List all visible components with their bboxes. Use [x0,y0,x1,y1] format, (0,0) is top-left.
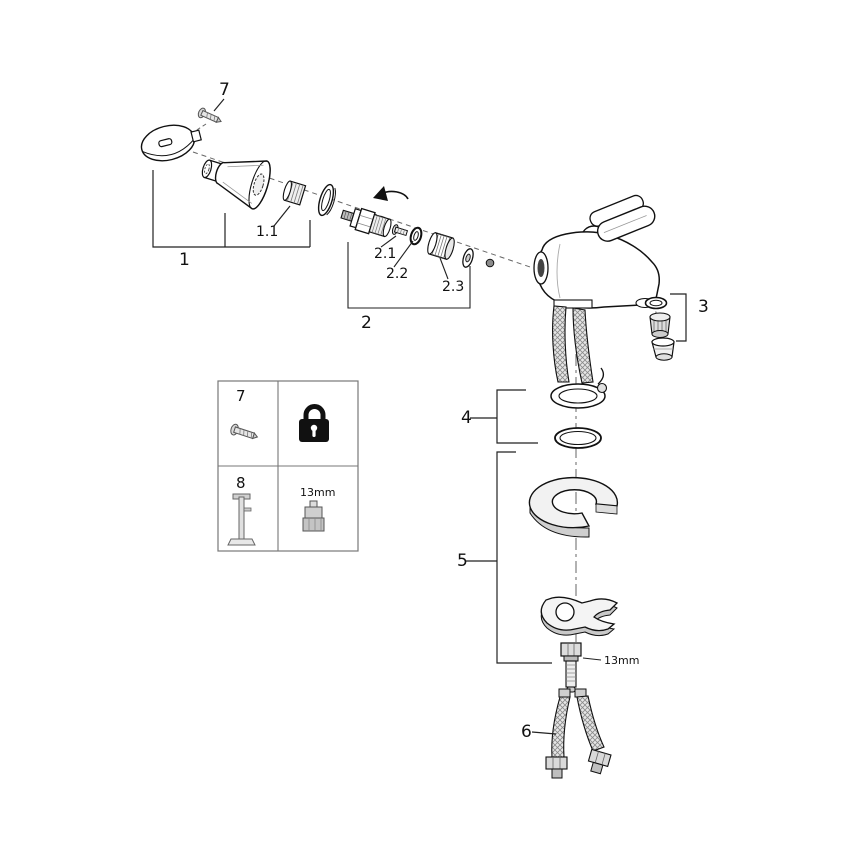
lever-handle [589,194,656,242]
handle-knob [201,159,271,210]
bracket-part-5 [466,451,552,664]
label-part-2-3: 2.3 [442,279,464,295]
label-part-1: 1 [179,250,190,270]
cartridge-bore [537,259,545,277]
legend-socket-size: 13mm [300,486,335,499]
socket-13mm-icon [302,500,325,532]
label-part-7: 7 [219,80,230,100]
cartridge [340,207,392,238]
label-part-6: 6 [521,722,532,742]
aerator-shell [651,337,675,361]
washer [462,248,474,268]
rotation-arrow-icon [373,186,409,201]
handle-cap [140,124,202,162]
hose-fitting-left [545,756,568,779]
label-part-2-2: 2.2 [386,266,408,282]
label-part-4: 4 [461,408,472,428]
legend-row1-number: 7 [236,387,246,405]
supply-hoses [545,688,612,779]
leader-line-7 [213,98,225,112]
aerator-o-ring [644,296,668,310]
mounting-bolt-icon [227,493,256,546]
small-screw [391,224,409,237]
label-part-2-1: 2.1 [374,246,396,262]
label-part-1-1: 1.1 [256,224,278,240]
label-part-2: 2 [361,313,372,333]
leader-line-6 [531,731,557,735]
body-outline [537,231,660,309]
legend-row2-number: 8 [236,474,246,492]
faucet-hose-tails [552,305,594,384]
bracket-part-4 [470,389,538,444]
mounting-clamp [540,596,619,637]
clamp-ring [550,367,608,409]
bracket-part-2 [347,235,471,309]
base-o-ring [554,427,602,449]
screw-part-icon [197,107,222,123]
bracket-part-1 [152,170,311,248]
padlock-icon [299,404,329,442]
trim-ring [317,183,336,217]
bracket-part-3 [670,293,687,342]
legend-box: 7 8 13mm [217,380,359,552]
hose-fitting-right [587,748,612,775]
screw-icon [230,423,259,440]
faucet-body [533,194,660,309]
aerator-insert [649,312,671,338]
label-part-3: 3 [698,297,709,317]
ribbed-sleeve [427,232,455,260]
threaded-insert [282,180,307,206]
label-part-5: 5 [457,551,468,571]
label-stud-size: 13mm [604,654,639,667]
threaded-stud [560,642,582,693]
small-ball [485,258,495,268]
leader-line-13mm [582,657,602,661]
horseshoe-gasket [528,476,619,538]
small-o-ring [409,226,423,246]
